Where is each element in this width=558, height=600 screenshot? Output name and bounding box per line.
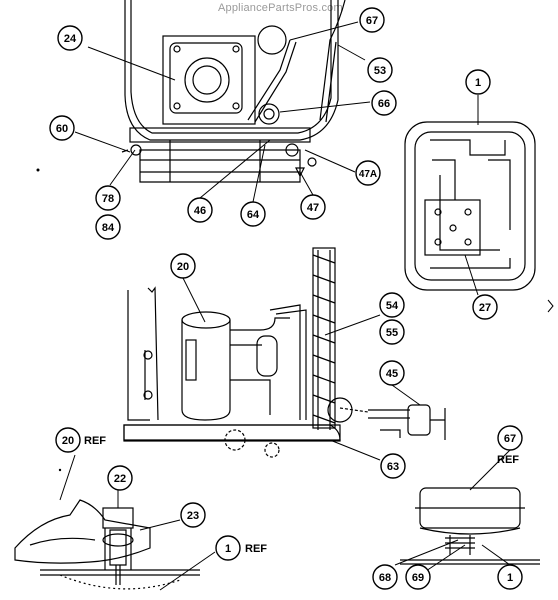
callout-55: 55 [386, 327, 398, 339]
callout-labels: 24 67 53 1 66 60 47A 78 84 46 64 47 27 2… [56, 15, 516, 584]
callout-27: 27 [479, 302, 491, 314]
callout-68: 68 [379, 572, 391, 584]
callout-67: 67 [366, 15, 378, 27]
callout-20-ref: 20 [62, 435, 74, 447]
ref-label-67: REF [497, 454, 519, 466]
callout-22: 22 [114, 473, 126, 485]
callout-1-ref: 1 [225, 543, 231, 555]
callout-circles [49, 7, 523, 590]
callout-84: 84 [102, 222, 115, 234]
detail-coil-mount [400, 487, 540, 565]
stray-marks [36, 168, 554, 472]
leader-lines [59, 21, 511, 591]
callout-1: 1 [475, 77, 481, 89]
ref-labels: REF REF REF [84, 435, 519, 555]
callout-54: 54 [386, 300, 399, 312]
detail-compressor-mount [14, 499, 200, 590]
callout-24: 24 [64, 33, 77, 45]
callout-46: 46 [194, 205, 206, 217]
callout-47a: 47A [359, 169, 377, 180]
callout-63: 63 [387, 461, 399, 473]
top-chassis-assembly [121, 0, 346, 183]
callout-66: 66 [378, 98, 390, 110]
ref-label-1: REF [245, 543, 267, 555]
callout-78: 78 [102, 193, 114, 205]
callout-64: 64 [247, 209, 260, 221]
callout-45: 45 [386, 368, 398, 380]
callout-1-bottom: 1 [507, 572, 513, 584]
base-pan-top-view [404, 121, 536, 291]
ref-label-20: REF [84, 435, 106, 447]
watermark: AppliancePartsPros.com [218, 2, 343, 14]
callout-69: 69 [412, 572, 424, 584]
callout-60: 60 [56, 123, 68, 135]
mid-compressor-assembly [123, 247, 446, 458]
callout-47: 47 [307, 202, 319, 214]
callout-53: 53 [374, 65, 386, 77]
callout-23: 23 [187, 510, 199, 522]
callout-67-ref: 67 [504, 433, 516, 445]
callout-20: 20 [177, 261, 189, 273]
